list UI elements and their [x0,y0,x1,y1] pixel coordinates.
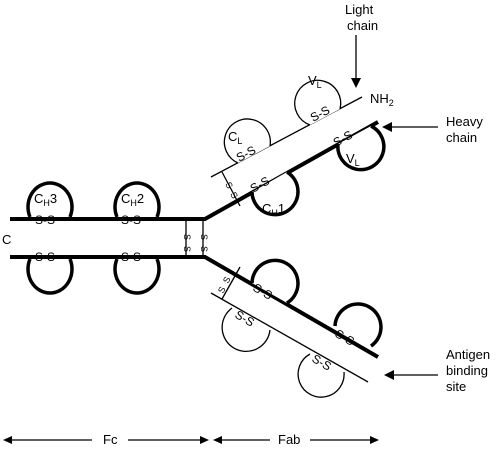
fc-arrowhead-right [200,436,209,444]
ch1-lower-loop [250,258,300,305]
lh-upper-s-2: S [228,190,240,200]
label-heavy-chain-2: chain [446,130,477,145]
domain-vl-light: VL [308,73,322,90]
fc-arrowhead-left [3,436,12,444]
hinge-s-3: S [199,234,209,240]
ss-ch3-upper: S-S [35,213,55,227]
hinge-s-1: S [182,234,192,240]
label-nh2: NH2 [370,91,394,108]
vl-lower-loop [297,353,345,398]
arrow-heavy-chain-head [382,122,392,132]
label-heavy-chain-1: Heavy [446,114,483,129]
light-chain-lower [210,292,369,383]
domain-ch3: CH3 [34,191,57,208]
hinge-s-4: S [199,246,209,252]
ch3-upper-loop [26,181,74,218]
fab-arrowhead-left [213,436,222,444]
arrow-antigen-head [384,370,394,380]
fab-arrowhead-right [370,436,379,444]
label-light-chain-1: Light [345,2,374,17]
vh-lower-loop [333,302,383,348]
ss-ch3-lower: S-S [35,250,55,264]
ch3-lower-loop [26,258,74,295]
domain-vl-heavy: VL [346,151,360,168]
lh-lower-s-2: S [221,275,233,285]
arrow-light-chain-head [351,78,361,88]
heavy-chain-upper [10,120,379,221]
lh-upper-s-1: S [223,180,235,190]
lh-bridge-upper [221,171,241,207]
ch2-lower-loop [113,258,161,295]
ss-ch2-upper: S-S [121,213,141,227]
lh-lower-s-1: S [216,285,228,295]
hinge-s-2: S [182,246,192,252]
ch1-upper-loop [250,170,300,217]
vl-upper-loop [294,79,342,126]
label-c-terminus: C [2,232,11,247]
cl-upper-loop [223,118,272,164]
heavy-chain-lower [10,255,380,359]
label-fab: Fab [278,432,300,447]
label-antigen-1: Antigen [446,347,490,362]
label-antigen-2: binding [446,363,488,378]
ch2-upper-loop [113,181,161,218]
domain-cl: CL [228,129,242,146]
domain-ch2: CH2 [121,191,144,208]
vh-upper-loop [336,124,386,172]
label-fc: Fc [103,432,118,447]
lh-bridge-lower [221,266,241,300]
label-light-chain-2: chain [347,18,378,33]
cl-lower-loop [221,307,271,353]
label-antigen-3: site [446,379,466,394]
ss-ch2-lower: S-S [121,250,141,264]
domain-ch1: CH1 [262,201,285,218]
